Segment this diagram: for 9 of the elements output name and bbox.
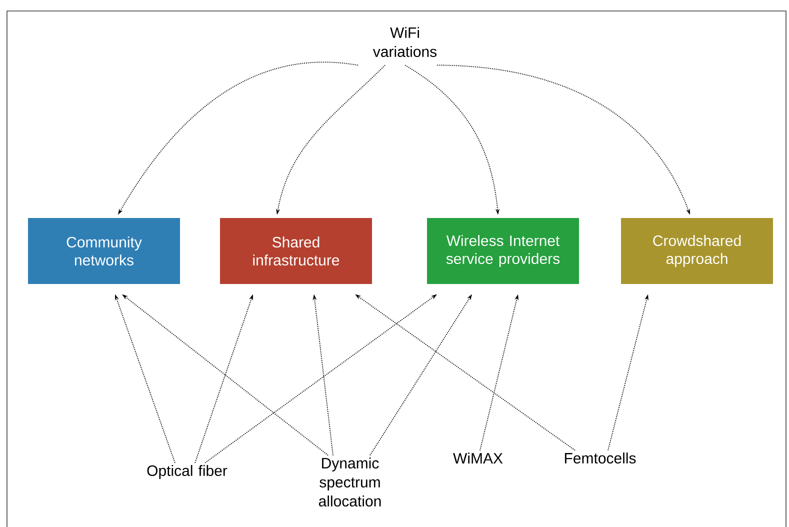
technology-label: Dynamic spectrum allocation	[318, 458, 381, 506]
category-box: Crowdshared approach	[621, 218, 773, 284]
category-box: Shared infrastructure	[220, 218, 372, 284]
technology-label: Optical fiber	[147, 465, 228, 479]
technology-label: WiMAX	[453, 452, 503, 464]
technology-label: WiFi variations	[372, 27, 437, 57]
category-box: Community networks	[28, 218, 180, 284]
category-box: Wireless Internet service providers	[427, 218, 579, 284]
technology-label: Femtocells	[564, 452, 636, 464]
